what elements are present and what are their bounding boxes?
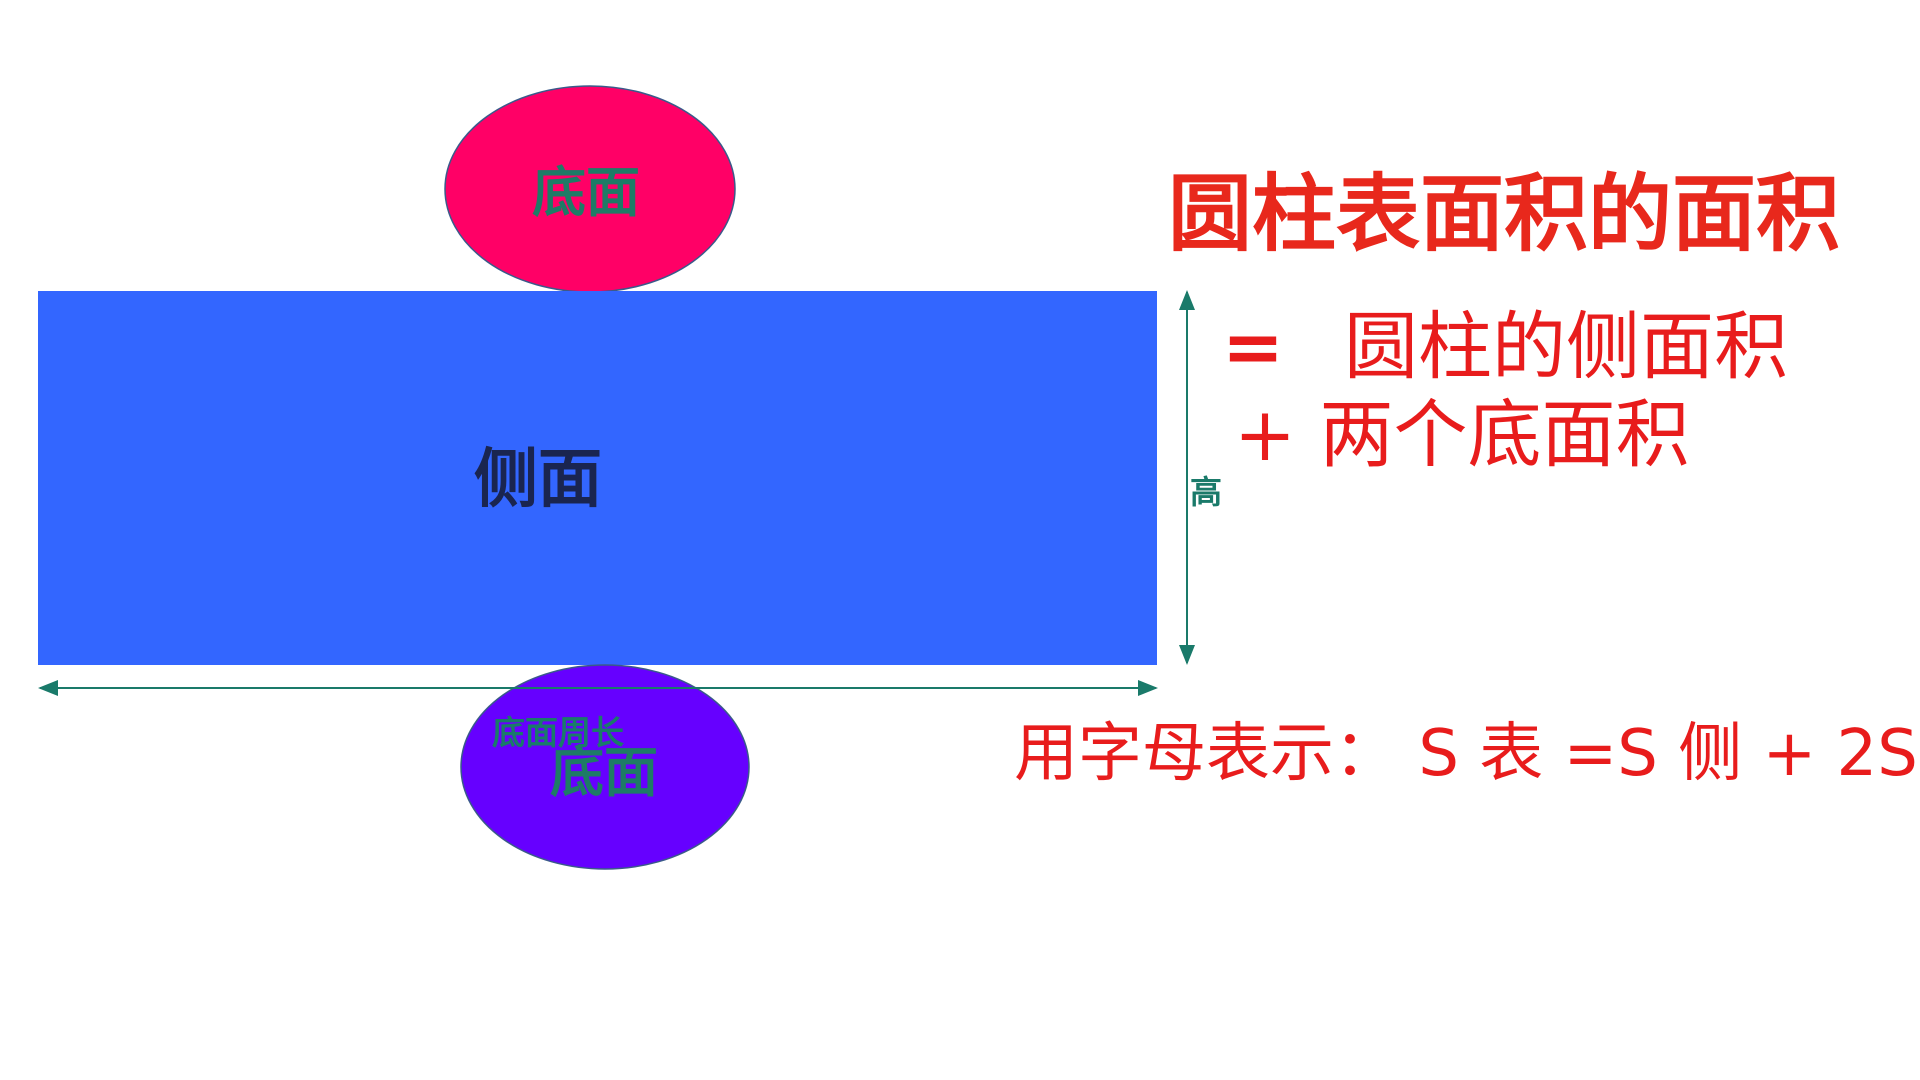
formula-lateral-area: 圆柱的侧面积 <box>1344 304 1789 390</box>
side-rectangle <box>38 291 1157 665</box>
top-base-label: 底面 <box>532 161 640 224</box>
formula-equals-sign: = <box>1222 304 1285 390</box>
letter-formula: 用字母表示： S 表 =S 侧 + 2S 底 <box>1014 717 1920 791</box>
bottom-base-ellipse <box>460 664 750 870</box>
height-label: 高 <box>1190 473 1223 511</box>
circumference-label: 底面周长 <box>492 713 624 752</box>
slide-title: 圆柱表面积的面积 <box>1168 165 1841 263</box>
bottom-base-label: 底面 <box>550 741 658 804</box>
formula-line-2: + 两个底面积 <box>1234 392 1690 478</box>
side-label: 侧面 <box>474 443 602 517</box>
formula-line-1: =圆柱的侧面积 <box>1222 310 1788 384</box>
